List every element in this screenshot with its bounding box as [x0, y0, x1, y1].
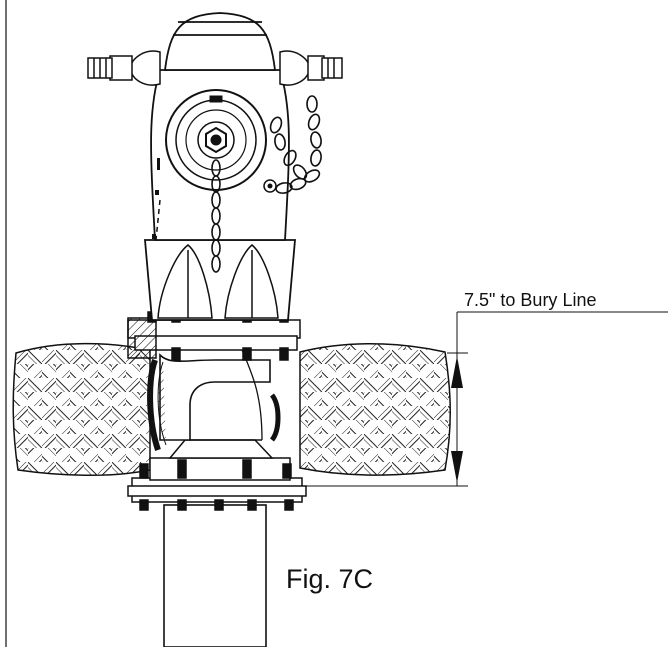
cap-chain-center [211, 159, 221, 273]
dimension-arrow-bottom [451, 451, 463, 483]
lower-barrel [163, 504, 267, 647]
elbow-section [147, 344, 281, 451]
ground-section [12, 342, 451, 476]
dimension-label: 7.5" to Bury Line [464, 290, 596, 310]
cap-chain-right [269, 95, 322, 194]
base-flange [127, 439, 307, 511]
figure-caption: Fig. 7C [286, 564, 373, 594]
pumper-nozzle-cap [165, 89, 267, 191]
right-hose-nozzle [279, 50, 343, 86]
seat-cones [157, 244, 279, 319]
left-hose-nozzle [87, 50, 161, 86]
barrel-markings [152, 158, 277, 241]
bury-line-dimension [302, 311, 668, 487]
dimension-arrow-top [451, 356, 463, 388]
